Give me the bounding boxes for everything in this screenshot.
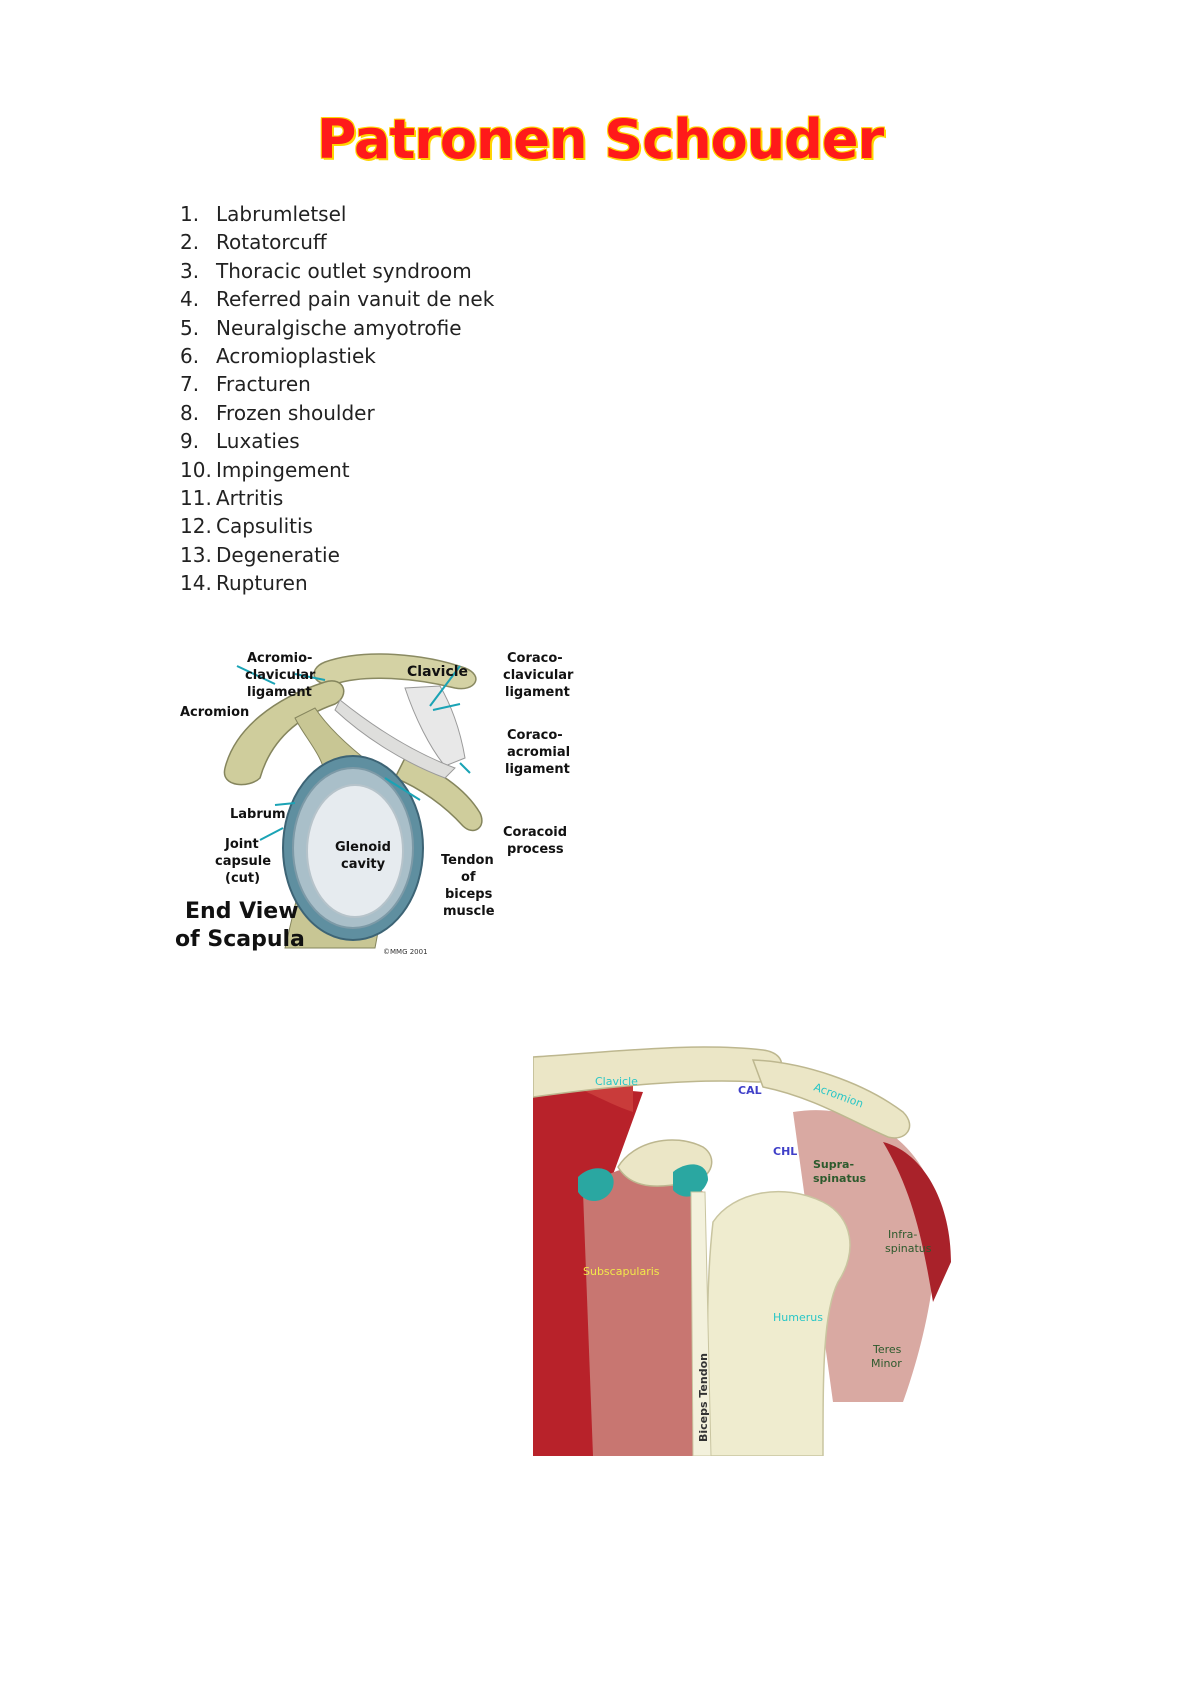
label-glenoid-1: Glenoid [335,840,391,855]
label-joint-2: capsule [215,854,271,869]
label-coraco-clav-3: ligament [505,685,570,700]
coracoid-bone [393,757,483,832]
biceps-tendon [690,1191,712,1456]
label-copyright: ©MMG 2001 [383,948,428,956]
label-teres-2: Minor [871,1357,902,1370]
acromion-bone [751,1059,911,1139]
label-coracoid-2: process [507,842,564,857]
label-joint-3: (cut) [225,871,260,886]
posterior-muscle [883,1142,951,1302]
label-clavicle: Clavicle [595,1075,638,1088]
label-endview-2: of Scapula [175,927,305,952]
rotator-cuff-right [793,1110,937,1402]
cartilage-center [673,1164,708,1197]
label-acromio-3: ligament [247,685,312,700]
label-tendon-3: biceps [445,887,493,902]
label-subscapularis: Subscapularis [583,1265,660,1278]
pattern-list: 1.Labrumletsel 2.Rotatorcuff 3.Thoracic … [180,200,494,598]
page-title: Patronen Schouder [316,108,884,171]
label-glenoid-2: cavity [341,857,386,872]
list-item: 14.Rupturen [180,571,308,596]
label-coraco-acr-2: acromial [507,745,570,760]
label-labrum: Labrum [230,807,286,822]
label-coracoid-1: Coracoid [503,825,567,840]
list-item: 3.Thoracic outlet syndroom [180,258,472,283]
label-acromio-2: clavicular [245,668,316,683]
label-teres-1: Teres [872,1343,902,1356]
label-coraco-clav-2: clavicular [503,668,574,683]
label-tendon-4: muscle [443,904,495,919]
list-item: 10.Impingement [180,457,350,482]
label-coraco-acr-1: Coraco- [507,728,563,743]
coracoacromial-ligament [334,699,456,779]
label-supra-2: spinatus [813,1172,867,1185]
label-joint-1: Joint [224,837,259,852]
label-clavicle: Clavicle [407,664,468,680]
label-infra-2: spinatus [885,1242,932,1255]
label-humerus: Humerus [773,1311,823,1324]
list-item: 2.Rotatorcuff [180,230,327,255]
list-item: 9.Luxaties [180,429,300,454]
label-tendon-2: of [461,870,476,885]
subscapularis-muscle [583,1165,703,1456]
list-item: 13.Degeneratie [180,542,340,567]
list-item: 1.Labrumletsel [180,202,347,226]
list-item: 7.Fracturen [180,372,311,397]
list-item: 4.Referred pain vanuit de nek [180,287,495,312]
list-item: 11.Artritis [180,486,284,511]
acromion-bone [223,680,345,786]
label-acromion: Acromion [180,705,249,720]
label-coraco-acr-3: ligament [505,762,570,777]
label-acromio-1: Acromio- [247,651,312,666]
label-tendon-1: Tendon [441,853,494,868]
label-biceps: Biceps Tendon [697,1353,710,1442]
label-infra-1: Infra- [888,1228,917,1241]
label-coraco-clav-1: Coraco- [507,651,563,666]
list-item: 5.Neuralgische amyotrofie [180,315,462,340]
list-item: 8.Frozen shoulder [180,400,375,425]
glenoid-cavity [306,784,404,918]
list-item: 6.Acromioplastiek [180,344,376,369]
cartilage-left [578,1168,614,1202]
label-supra-1: Supra- [813,1158,854,1171]
list-item: 12.Capsulitis [180,514,313,539]
label-cal: CAL [738,1084,762,1097]
shoulder-anatomy-figure: Clavicle CAL Acromion CHL Supra- spinatu… [533,1042,951,1456]
scapula-end-view-figure: Acromio- clavicular ligament Clavicle Co… [175,651,574,956]
label-chl: CHL [773,1145,797,1158]
label-endview-1: End View [185,899,299,924]
